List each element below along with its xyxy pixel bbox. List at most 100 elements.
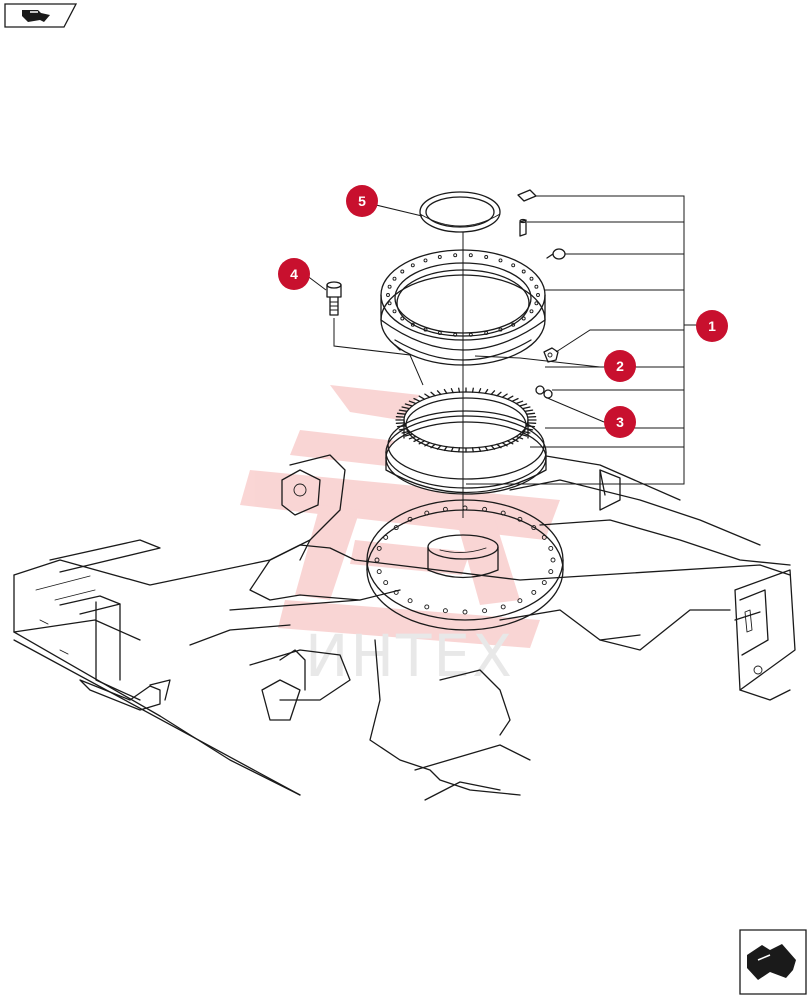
gear-tooth	[404, 403, 413, 407]
bolt-hole	[484, 331, 489, 335]
bolt-hole	[387, 301, 392, 306]
gear-tooth	[436, 444, 442, 450]
callout-2-label: 2	[616, 358, 624, 374]
bolt-hole	[517, 598, 523, 604]
bolt-hole	[410, 322, 415, 327]
gear-tooth	[478, 446, 482, 452]
bearing-bolt-holes	[386, 253, 540, 337]
gear-tooth	[396, 412, 407, 415]
callout-5-label: 5	[358, 193, 366, 209]
bolt-hole	[386, 293, 390, 297]
undercarriage-frame	[13, 454, 796, 801]
gear-tooth	[511, 397, 519, 402]
bolt-hole	[424, 604, 430, 610]
bolt-hole	[468, 332, 473, 337]
bolt-hole	[529, 309, 534, 314]
gear-tooth	[496, 443, 502, 449]
bolt-hole	[392, 276, 397, 281]
callout-3[interactable]: 3	[604, 406, 636, 438]
callout-2-circle	[604, 350, 636, 382]
gear-tooth	[413, 397, 421, 402]
gear-tooth	[418, 395, 426, 400]
gear-tooth	[471, 387, 474, 393]
gear-tooth	[515, 435, 524, 440]
bolt	[326, 281, 342, 316]
callout-4-circle	[278, 258, 310, 290]
gear-tooth	[443, 445, 448, 452]
bolt-hole	[550, 557, 556, 563]
gear-tooth	[478, 388, 482, 394]
callout-1[interactable]: 1	[696, 310, 728, 342]
bolt-hole	[536, 293, 540, 297]
gear-tooth	[401, 430, 411, 434]
bolt-hole	[374, 557, 380, 563]
bolt-hole	[521, 269, 526, 274]
watermark-text: ИНТЕХ	[305, 622, 514, 690]
gear-tooth	[458, 387, 461, 393]
bolt-hole	[387, 284, 392, 289]
bolt-hole	[392, 309, 397, 314]
gear-tooth	[506, 395, 514, 400]
mount-bolt-holes	[374, 505, 556, 615]
gear-tooth	[450, 388, 454, 394]
bolt-hole	[482, 608, 488, 614]
bolt-hole	[453, 253, 458, 258]
next-page-button[interactable]	[739, 929, 807, 995]
gear-tooth	[408, 435, 417, 440]
callout-5[interactable]: 5	[346, 185, 378, 217]
bolt-hole	[498, 258, 503, 263]
bolt-hole	[383, 580, 389, 586]
bolt-hole	[498, 327, 503, 332]
gear-tooth	[398, 428, 408, 431]
bolt-hole	[534, 284, 539, 289]
bolt-hole	[376, 569, 382, 575]
callout-4-label: 4	[290, 266, 298, 282]
bolt-hole	[511, 263, 516, 268]
gear-tooth	[424, 393, 431, 398]
gear-tooth	[511, 438, 519, 443]
bolt-hole	[548, 545, 554, 551]
gear-tooth	[413, 438, 421, 443]
bolt-hole	[423, 327, 428, 332]
gear-tooth	[443, 388, 448, 395]
gear-tooth	[484, 388, 489, 395]
gear-tooth	[450, 446, 454, 452]
bolt-hole	[437, 331, 442, 335]
bolt-hole	[410, 263, 415, 268]
gear-teeth	[395, 387, 537, 453]
bolt-hole	[529, 276, 534, 281]
bolt-hole	[541, 580, 547, 586]
bolt-hole	[531, 525, 537, 531]
bolt-hole	[531, 589, 537, 595]
bolt-hole	[424, 510, 430, 516]
gear-tooth	[401, 406, 411, 410]
gear-tooth	[525, 412, 536, 415]
bolt-hole	[541, 534, 547, 540]
gear-tooth	[398, 409, 408, 412]
callout-1-circle	[696, 310, 728, 342]
gear-tooth	[490, 444, 496, 450]
next-page-arrow-icon	[747, 944, 796, 980]
gear-tooth	[519, 433, 528, 437]
callout-3-circle	[604, 406, 636, 438]
gear-tooth	[418, 440, 426, 445]
bolt-hole	[393, 525, 399, 531]
gear-tooth	[490, 390, 496, 396]
gear-tooth	[404, 433, 413, 437]
gear-tooth	[430, 443, 436, 449]
bolt-hole	[484, 255, 489, 259]
prev-page-button[interactable]	[4, 3, 78, 28]
callout-5-circle	[346, 185, 378, 217]
bolt-hole	[407, 598, 413, 604]
bolt-hole	[462, 609, 468, 615]
bolt-hole	[511, 322, 516, 327]
gear-tooth	[436, 390, 442, 396]
bolt-hole	[383, 534, 389, 540]
gear-tooth	[515, 400, 524, 405]
bolt-hole	[442, 608, 448, 614]
callout-3-label: 3	[616, 414, 624, 430]
callout-4[interactable]: 4	[278, 258, 310, 290]
o-ring	[419, 191, 501, 233]
callout-2[interactable]: 2	[604, 350, 636, 382]
